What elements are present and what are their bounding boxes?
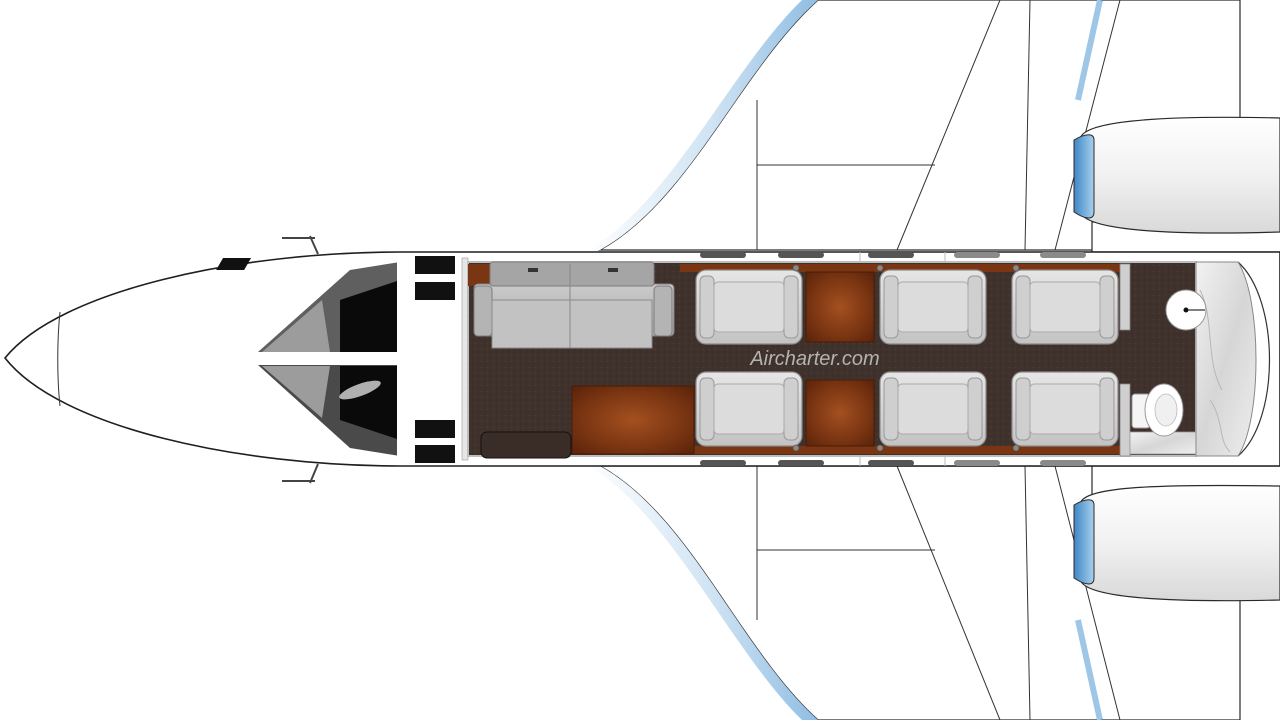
side-table [805,379,875,447]
club-seat-icon [1011,371,1119,447]
divan-sofa-icon [473,261,675,349]
galley-cabinet [571,385,695,455]
seat-bolts [792,264,1020,452]
turbofan-engine-icon [1073,465,1280,602]
watermark-text: Aircharter.com [749,348,879,370]
club-seat-icon [879,371,987,447]
pitot-probe [282,235,319,484]
toilet-icon [1131,383,1184,437]
sink-icon [1165,289,1207,331]
club-seat-icon [695,269,803,345]
cabin-windows [700,252,1086,466]
storage-compartment [480,431,572,459]
wood-sidewall [468,264,1120,454]
club-seat-icon [879,269,987,345]
lavatory [1119,261,1257,457]
turbofan-engine-icon [1073,116,1280,253]
fuselage-frames [859,252,946,466]
side-table [805,271,875,343]
club-seat-icon [1011,269,1119,345]
cockpit-windshield-icon [216,255,455,463]
club-seat-icon [695,371,803,447]
